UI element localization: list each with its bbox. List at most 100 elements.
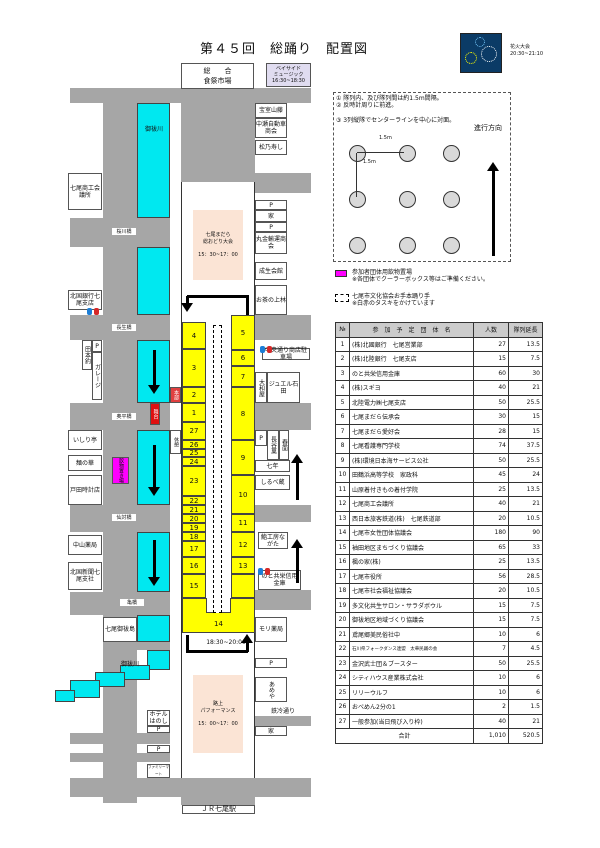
stage: 舞台 [150, 403, 160, 425]
row-name: リリーウルフ [349, 684, 474, 700]
arrow-down-icon [148, 540, 160, 586]
bayside-time: 16:30~18:30 [271, 78, 305, 84]
row-name: 田鶴浜高等学校 家政科 [349, 467, 474, 483]
river [147, 650, 170, 670]
dance-block: 5 [231, 315, 255, 350]
row-people: 65 [473, 539, 509, 555]
dance-time: 18:30~20:00 [206, 639, 246, 646]
right-building: 家 [255, 726, 287, 736]
row-people: 2 [473, 699, 509, 715]
right-building: モリ薬局 [255, 617, 287, 642]
row-no: 1 [335, 336, 350, 352]
row-no: 15 [335, 539, 350, 555]
left-building: P [147, 745, 170, 753]
bayside-line1: ベイサイド [275, 66, 301, 72]
row-length: 30 [508, 365, 543, 381]
restroom-male-icon [260, 346, 265, 353]
row-people: 20 [473, 510, 509, 526]
left-building: 北国新聞七尾支社 [68, 562, 102, 590]
row-length: 1.5 [508, 699, 543, 715]
row-length: 37.5 [508, 438, 543, 454]
bridge-label: 奥平橋 [112, 413, 136, 420]
row-people: 15 [473, 351, 509, 367]
spacing-line [357, 152, 404, 153]
event-line1: 七尾まだら [205, 231, 231, 238]
row-length: 10.5 [508, 510, 543, 526]
road [181, 797, 255, 805]
right-building: P [255, 658, 287, 668]
row-no: 24 [335, 670, 350, 686]
row-no: 13 [335, 510, 350, 526]
row-no: 7 [335, 423, 350, 439]
restroom-female-icon [265, 568, 270, 575]
row-people: 28 [473, 423, 509, 439]
row-no: 19 [335, 597, 350, 613]
left-building: ファミリーマート [147, 764, 170, 778]
note-columns: ③ 3列縦隊でセンターラインを中心に対面。 [336, 117, 456, 124]
right-building: のと共栄信用金庫 [258, 570, 301, 590]
left-building: 戸田時計店 [68, 475, 102, 505]
right-building: 丸金輸運商会 [255, 232, 287, 254]
arrow-up-icon [291, 454, 303, 500]
arrow-up-icon [291, 539, 303, 583]
top-venue: 総 合食祭市場 [181, 63, 254, 89]
row-people: 10 [473, 670, 509, 686]
dance-block: 7 [231, 366, 255, 387]
left-building: 七尾商工会議所 [68, 173, 102, 210]
dancer-circle [443, 145, 460, 162]
direction-label: 進行方向 [474, 124, 502, 132]
right-building: 大和屋 [255, 372, 267, 403]
bayside-line2: ミュージック [273, 72, 304, 78]
row-people: 7 [473, 641, 509, 657]
spacing-vertical: 1.5m [363, 159, 376, 165]
row-name: (株)北陸銀行 七尾支店 [349, 351, 474, 367]
road [255, 173, 311, 193]
dance-block: 16 [182, 557, 206, 574]
river [95, 672, 125, 687]
dance-block: 2 [182, 387, 206, 403]
dance-block: 15 [182, 574, 206, 598]
dancer-circle [399, 145, 416, 162]
row-name: 鳶尾郷美民俗社中 [349, 626, 474, 642]
dance-block: 12 [231, 532, 255, 557]
page-title: 第４５回 総踊り 配置図 [200, 42, 369, 57]
row-name: シティハウス産業株式会社 [349, 670, 474, 686]
river [137, 103, 170, 218]
row-no: 10 [335, 467, 350, 483]
left-building: ガレージ [92, 352, 102, 400]
right-building: 七年 [255, 460, 290, 472]
right-building: 宝室山藤 [255, 103, 287, 118]
fireworks-label: 花火大会 [510, 44, 531, 50]
legend-drinks-title: 参加者団体用飲物置場 [352, 269, 413, 276]
row-length: 13.5 [508, 481, 543, 497]
river-label: 御祓川 [144, 125, 163, 133]
legend-drinks-note: ※各団体でクーラーボックス等はご準備ください。 [352, 276, 489, 283]
legend-teacher: 七尾市文化協会お手本踊り手 ※白赤のタスキをかけています [352, 293, 435, 307]
road [70, 778, 311, 797]
dance-block: 1 [182, 403, 206, 422]
row-people: 60 [473, 365, 509, 381]
formation-notes: ① 隊列内、及び隊列間は約1.5m間隔。 ② 反時計周りに前進。 ③ 3列縦隊で… [333, 92, 511, 262]
dance-block: 19 [182, 523, 206, 532]
bridge-label: 桜川橋 [112, 228, 136, 235]
performance-time: 15：00~17：00 [198, 720, 238, 727]
restroom-male-icon [87, 308, 92, 315]
row-name: 御祓地区地域づくり協議会 [349, 612, 474, 628]
road [255, 403, 311, 430]
dancer-circle [349, 191, 366, 208]
col-name: 参 加 予 定 団 体 名 [349, 322, 474, 338]
row-name: おべめん2分の1 [349, 699, 474, 715]
